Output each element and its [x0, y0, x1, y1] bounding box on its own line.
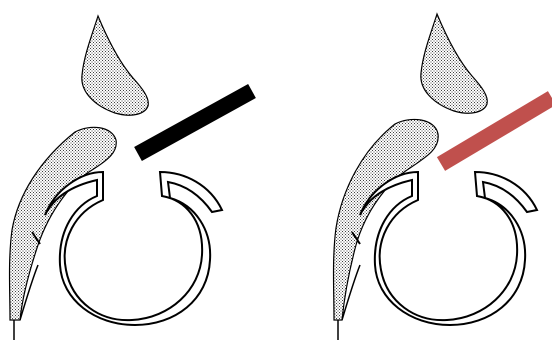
panel-left	[10, 16, 253, 340]
ring-outline	[45, 172, 222, 325]
lower-stippled-shape	[10, 127, 117, 320]
upper-stippled-shape	[421, 14, 487, 113]
upper-stippled-shape	[82, 16, 148, 115]
ring-outline	[360, 172, 537, 325]
panel-right	[334, 14, 552, 340]
instrument-bar-left	[138, 91, 252, 154]
